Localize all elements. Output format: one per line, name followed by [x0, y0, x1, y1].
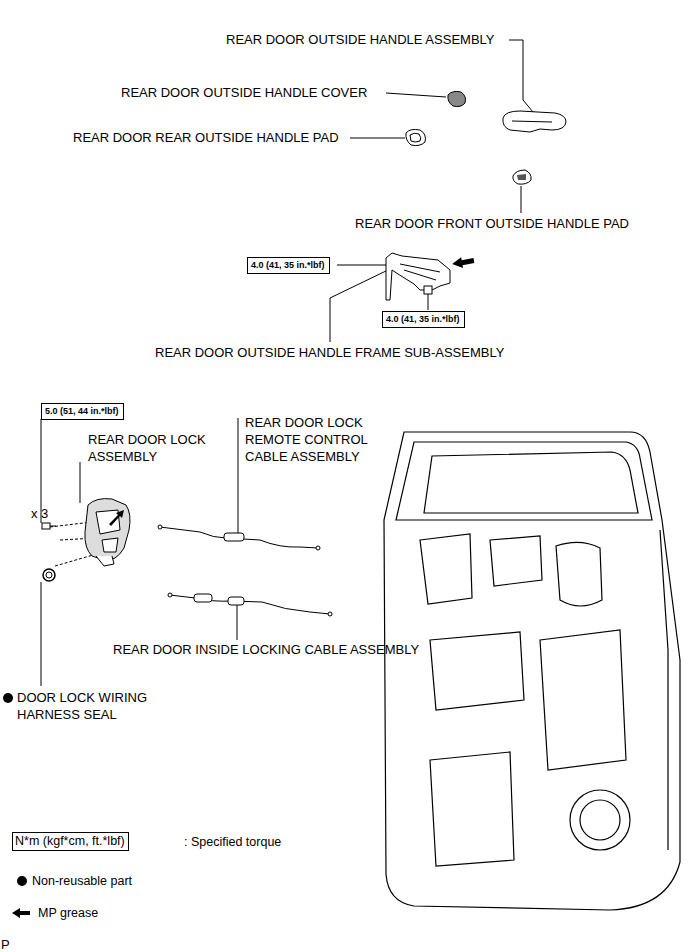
panel-hole — [430, 632, 524, 710]
cable-end — [168, 593, 172, 597]
torque-box: 5.0 (51, 44 in.*lbf) — [41, 403, 124, 420]
torque-box: 4.0 (41, 35 in.*lbf) — [247, 257, 330, 274]
part-name: REAR DOOR OUTSIDE HANDLE COVER — [121, 84, 391, 101]
cable-line — [160, 527, 318, 548]
part-name: REAR DOOR INSIDE LOCKING CABLE ASSEMBLY — [113, 641, 453, 658]
speaker-hole — [580, 800, 620, 840]
bolt-symbol — [50, 526, 56, 527]
frame-nut — [424, 286, 432, 294]
grease-arrow — [109, 510, 124, 526]
bolt-symbol — [42, 523, 50, 529]
cable-sleeve — [194, 594, 212, 602]
torque-value: N*m (kgf*cm, ft.*lbf) — [15, 834, 126, 849]
part-name: DOOR LOCK WIRING HARNESS SEAL — [17, 689, 167, 723]
pad-detail — [517, 174, 526, 180]
leader-line — [80, 462, 81, 503]
window-opening — [424, 452, 638, 513]
leader-line — [386, 93, 446, 97]
pad-detail — [410, 133, 421, 142]
leader-line — [237, 605, 238, 640]
door-outline — [384, 432, 680, 910]
window-frame — [396, 442, 652, 520]
handle-shape — [503, 111, 566, 132]
leader-line — [350, 138, 405, 139]
torque-value: 4.0 (41, 35 in.*lbf) — [386, 314, 461, 325]
leader-line — [428, 293, 429, 310]
part-name: REAR DOOR LOCK ASSEMBLY — [88, 431, 218, 465]
torque-value: 5.0 (51, 44 in.*lbf) — [45, 406, 120, 417]
lock-shape — [85, 499, 130, 561]
part-name: REAR DOOR LOCK REMOTE CONTROL CABLE ASSE… — [245, 414, 380, 465]
pad-shape — [513, 170, 531, 184]
seal-ring — [43, 569, 55, 581]
cable-end — [328, 612, 332, 616]
speaker-hole — [570, 790, 630, 850]
grease-arrow — [451, 255, 475, 270]
handle-detail — [512, 121, 552, 122]
panel-hole — [420, 534, 472, 604]
leader-line — [330, 270, 388, 342]
lock-lever — [96, 556, 114, 566]
panel-hole — [540, 630, 626, 770]
leader-line — [509, 40, 533, 112]
cable-sleeve — [228, 597, 244, 605]
leader-line — [337, 265, 386, 266]
lock-detail — [96, 510, 120, 552]
seal-ring — [46, 572, 52, 578]
part-name: REAR DOOR REAR OUTSIDE HANDLE PAD — [73, 129, 363, 146]
leader-line — [521, 186, 522, 213]
frame-shape — [386, 253, 450, 300]
part-name: REAR DOOR OUTSIDE HANDLE ASSEMBLY — [226, 31, 516, 48]
leader-line — [238, 418, 239, 535]
legend-torque-box: N*m (kgf*cm, ft.*lbf) — [12, 832, 129, 851]
legend-text: Non-reusable part — [32, 873, 132, 890]
part-name: REAR DOOR OUTSIDE HANDLE FRAME SUB-ASSEM… — [155, 344, 535, 361]
pad-shape — [406, 129, 426, 145]
cable-line — [170, 595, 330, 614]
panel-hole — [430, 752, 514, 866]
non-reusable-mark — [17, 876, 27, 886]
grease-arrow — [12, 908, 30, 918]
leader-line — [41, 582, 42, 686]
cover-shape — [448, 91, 466, 106]
torque-box: 4.0 (41, 35 in.*lbf) — [382, 311, 465, 328]
torque-value: 4.0 (41, 35 in.*lbf) — [251, 260, 326, 271]
legend-text: : Specified torque — [184, 834, 281, 851]
cable-sleeve — [224, 533, 244, 541]
cable-end — [316, 546, 320, 550]
quantity-note: x 3 — [31, 505, 71, 522]
legend-text: MP grease — [38, 905, 98, 922]
non-reusable-mark — [3, 693, 13, 703]
page-letter: P — [1, 936, 21, 952]
part-name: REAR DOOR FRONT OUTSIDE HANDLE PAD — [355, 215, 675, 232]
panel-hole — [490, 536, 542, 586]
frame-detail — [400, 264, 440, 280]
cable-end — [158, 525, 162, 529]
door-edge — [660, 530, 668, 850]
panel-hole — [556, 542, 602, 606]
